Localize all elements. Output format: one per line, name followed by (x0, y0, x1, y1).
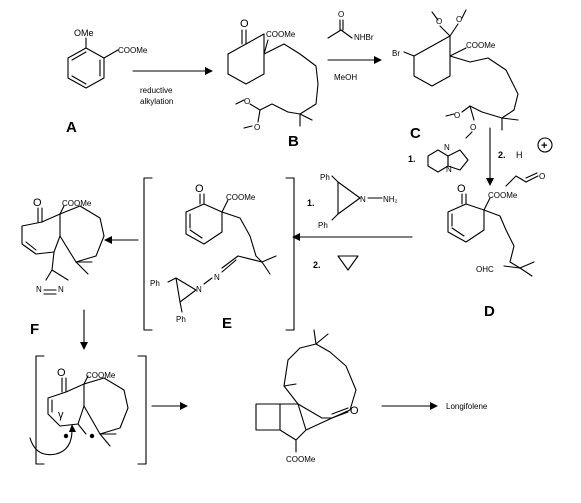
b-ketal-o1: O (244, 97, 250, 106)
reagent-cd-dbu-n1: N (444, 143, 450, 152)
reagent-cd-plus: + (541, 140, 547, 152)
compound-b: O COOMe O O B (227, 18, 319, 150)
reagent-ab-line1: reductive (140, 86, 173, 95)
label-e: E (222, 315, 232, 332)
compound-d: O COOMe OHC D (447, 183, 535, 320)
arrow-b-c: O NHBr MeOH (327, 10, 382, 82)
reagent-cd-step1: 1. (408, 154, 416, 164)
reagent-cd-dbu-n2: N (446, 165, 452, 174)
compound-c: Br O O COOMe O O C (392, 9, 519, 142)
arrow-a-b: reductive alkylation (132, 67, 213, 106)
a-ester: COOMe (118, 46, 148, 55)
c-o2: O (456, 15, 462, 24)
reagent-cd-o: O (539, 172, 545, 181)
b-ester: COOMe (266, 30, 296, 39)
reagent-bc-o: O (338, 10, 344, 19)
d-ester: COOMe (488, 191, 518, 200)
g-ester: COOMe (86, 371, 116, 380)
e-ph2: Ph (176, 315, 186, 324)
reagent-cd-h: H (516, 150, 523, 160)
c-o1: O (436, 17, 442, 26)
c-ketal-o2: O (470, 123, 476, 132)
label-c: C (410, 125, 421, 142)
h-oxo: O (350, 405, 359, 417)
e-ester: COOMe (226, 193, 256, 202)
e-n2: N (214, 273, 220, 282)
g-oxo: O (57, 367, 66, 379)
product-name: Longifolene (446, 402, 488, 411)
c-br: Br (392, 49, 400, 58)
arrow-h-product: Longifolene (381, 402, 488, 411)
a-ome: OMe (74, 28, 94, 38)
compound-e: O COOMe N N Ph Ph E (143, 177, 295, 332)
reagent-de-ph1: Ph (320, 173, 330, 182)
e-ph1: Ph (150, 279, 160, 288)
reagent-de-step2: 2. (313, 260, 321, 270)
arrow-c-d: 1. N N 2. H + O (408, 127, 553, 187)
arrow-f-g (80, 309, 88, 350)
reagent-ab-line2: alkylation (140, 97, 173, 106)
g-gamma: γ (58, 409, 64, 421)
reagent-de-ph2: Ph (318, 221, 328, 230)
compound-f: O COOMe N N F (21, 197, 105, 338)
reagent-de-nh2: NH₂ (383, 195, 398, 204)
f-n1: N (36, 285, 42, 294)
label-d: D (484, 303, 495, 320)
h-ester: COOMe (286, 455, 316, 464)
d-cho: OHC (476, 265, 494, 274)
reagent-bc-nbr: NHBr (354, 33, 374, 42)
label-b: B (288, 133, 299, 150)
c-ester: COOMe (466, 41, 496, 50)
arrow-e-f (104, 236, 139, 244)
arrow-d-e: 1. Ph Ph N NH₂ 2. (292, 173, 413, 271)
compound-h: O COOMe (255, 329, 359, 464)
reagent-cd-step2: 2. (498, 150, 506, 160)
e-n1: N (196, 285, 202, 294)
c-ketal-o1: O (454, 111, 460, 120)
e-oxo: O (195, 183, 204, 195)
f-n2: N (58, 285, 64, 294)
b-oxo: O (240, 18, 249, 30)
b-ketal-o2: O (254, 123, 260, 132)
intermediate-g: O COOMe γ (29, 355, 147, 465)
f-oxo: O (33, 197, 42, 209)
d-oxo: O (457, 183, 466, 195)
arrow-g-h (151, 402, 188, 410)
f-ester: COOMe (62, 199, 92, 208)
label-a: A (66, 119, 77, 136)
label-f: F (30, 321, 39, 338)
reagent-bc-solvent: MeOH (334, 73, 357, 82)
compound-a: OMe COOMe A (66, 28, 148, 136)
reagent-de-n: N (360, 195, 366, 204)
reagent-de-step1: 1. (307, 198, 315, 208)
